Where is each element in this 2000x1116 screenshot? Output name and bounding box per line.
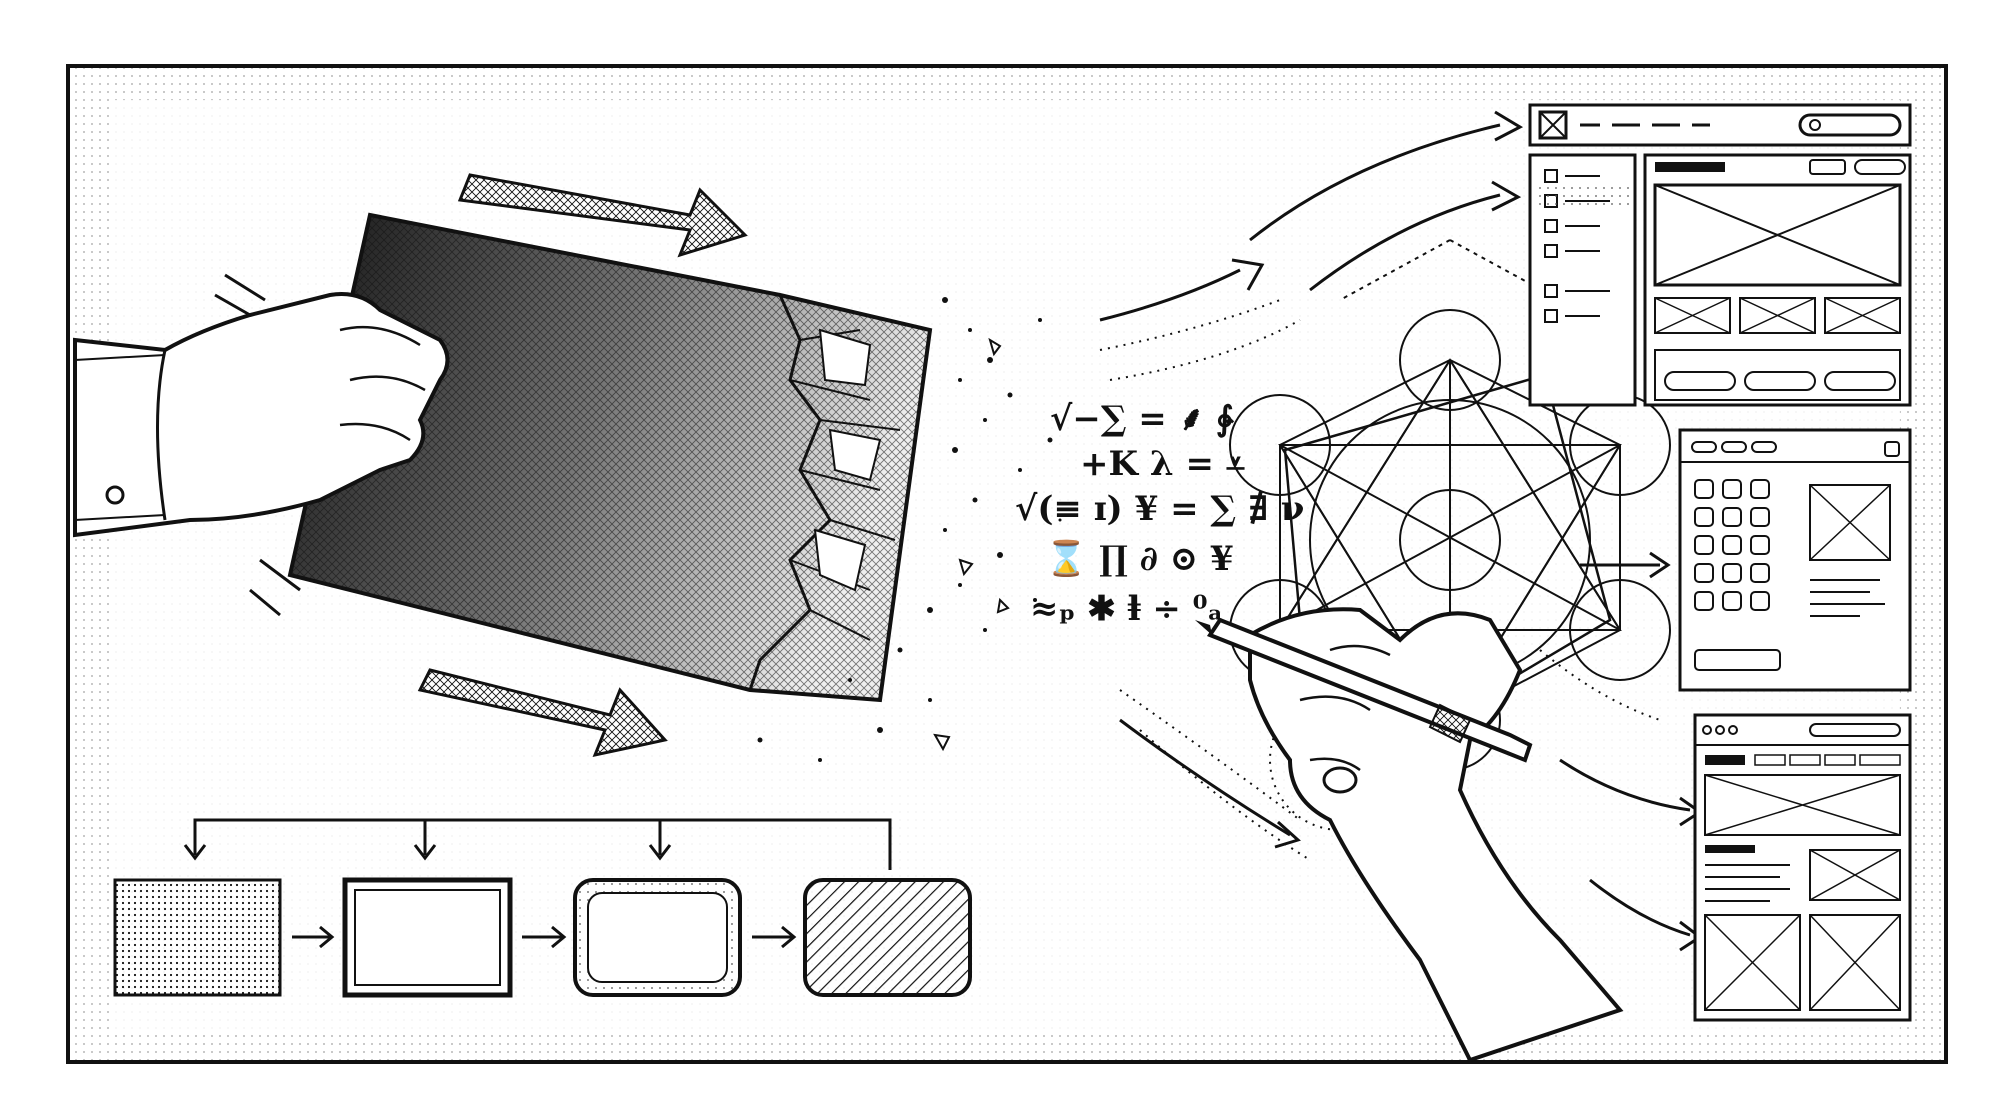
- arrow-icon: [1309, 193, 1501, 292]
- formula-block: √−∑ = ⸙ ∳ +K λ = ⩡ √(≡ ɪ) ¥ = ∑ ∄ ν ⌛ ∏ …: [1015, 399, 1304, 629]
- formula-line-1: √−∑ = ⸙ ∳: [1050, 399, 1235, 439]
- arrow-icon: [1249, 123, 1501, 242]
- wireframe-website: [1693, 713, 1912, 1022]
- process-flow: [113, 818, 972, 998]
- hand-holding-tablet-icon: [73, 273, 450, 617]
- formula-line-5: ≈ₚ ✱ ⱡ ÷ ⁰ₐ: [1030, 589, 1223, 629]
- formula-line-3: √(≡ ɪ) ¥ = ∑ ∄ ν: [1015, 489, 1304, 529]
- flow-arrows: [1099, 110, 1703, 952]
- tablet-icon: [287, 212, 933, 703]
- process-step-2: [342, 877, 513, 998]
- arrow-icon: [1099, 268, 1241, 322]
- wireframe-app: [1678, 428, 1912, 692]
- drawing-hand-icon: [1248, 607, 1624, 1063]
- wireframe-browser: [1528, 103, 1912, 407]
- motion-arrow-bottom-icon: [417, 668, 668, 758]
- arrow-icon: [1559, 758, 1691, 812]
- process-step-4: [803, 878, 972, 997]
- formula-line-2: +K λ = ⩡: [1080, 444, 1245, 484]
- sacred-geometry-icon: [1229, 239, 1671, 771]
- formula-line-4: ⌛ ∏ ∂ ⊙ ¥: [1045, 539, 1234, 579]
- motion-arrow-top-icon: [457, 173, 748, 258]
- pen-icon: [1195, 617, 1533, 763]
- process-step-1: [113, 878, 282, 997]
- particles: [757, 297, 1062, 762]
- arrow-icon: [1589, 878, 1691, 937]
- arrow-icon: [1119, 718, 1291, 837]
